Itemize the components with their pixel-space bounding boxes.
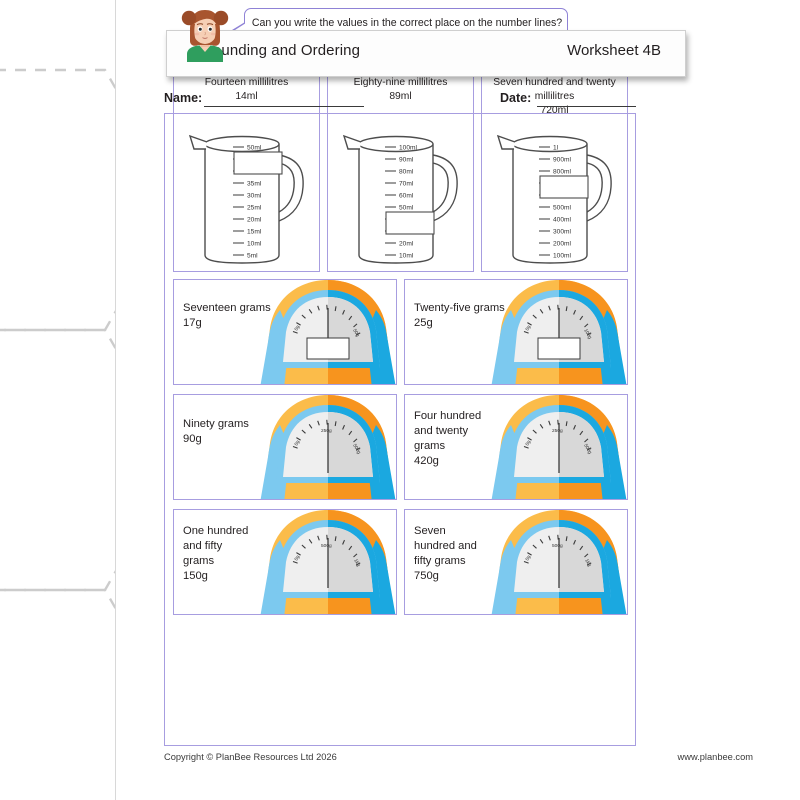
scale-value-5: 150g [183,570,208,582]
jug-value-3: 720ml [540,105,569,116]
measuring-jug-3: 1l 900ml 800ml 600ml 500ml 400ml 300ml 2… [496,134,612,264]
name-date-row: Name: Date: [116,88,800,110]
date-label: Date: [500,91,532,105]
paper-sheet: Rounding and Ordering Worksheet 4B Name:… [115,0,800,800]
name-label: Name: [164,91,203,105]
jug3-tick-0: 1l [553,145,559,152]
jug3-tick-8: 200ml [553,241,571,248]
jug1-tick-6: 20ml [247,217,262,224]
jug3-tick-5: 500ml [553,205,571,212]
scale-panel-6: Seven hundred and fifty grams 750g [404,509,628,615]
measuring-jug-1: 50ml 40ml 35ml 30ml 25ml 20ml 15ml 10ml … [188,134,304,264]
worksheet-number: Worksheet 4B [567,42,661,59]
jug2-tick-5: 50ml [399,205,414,212]
weighing-scale-5: 0g 500g 1kg [260,510,396,614]
jug3-tick-1: 900ml [553,157,571,164]
scale-words-4: Four hundred and twenty grams [414,410,482,452]
scale-words-6: Seven hundred and fifty grams [414,525,477,567]
scale-words-3: Ninety grams [183,418,249,430]
jug1-tick-5: 25ml [247,205,262,212]
scale-value-3: 90g [183,433,202,445]
jug1-tick-8: 10ml [247,241,262,248]
jug-words-2: Eighty-nine millilitres [353,77,448,88]
weighing-scale-1: 0g 50g [260,280,396,384]
jug2-tick-8: 20ml [399,241,414,248]
copyright-text: Copyright © PlanBee Resources Ltd 2026 [164,752,337,762]
instruction-line-1: Can you write the values in the correct … [251,17,563,29]
jug1-tick-0: 50ml [247,145,262,152]
avatar [181,10,229,62]
weighing-scale-2: 0g 100g [491,280,627,384]
jug-caption-3: Seven hundred and twenty millilitres 720… [482,76,627,118]
jug1-tick-4: 30ml [247,193,262,200]
weighing-scale-6: 0g 500g 1kg [491,510,627,614]
scale-caption-6: Seven hundred and fifty grams 750g [414,524,480,584]
jug3-tick-7: 300ml [553,229,571,236]
scale-caption-3: Ninety grams 90g [183,417,249,447]
jug2-tick-3: 70ml [399,181,414,188]
scale-value-4: 420g [414,455,439,467]
jug2-answer-box[interactable] [384,211,435,235]
scale2-answer-box[interactable] [537,337,581,360]
scale-panel-2: Twenty-five grams 25g [404,279,628,385]
scale3-label-mid: 250g [321,428,332,434]
jug2-tick-2: 80ml [399,169,414,176]
weighing-scale-3: 0g 250g 500g [260,395,396,499]
jug3-tick-9: 100ml [553,253,571,260]
jug3-answer-box[interactable] [538,175,589,199]
scale-value-6: 750g [414,570,439,582]
jug-words-3: Seven hundred and twenty millilitres [493,77,616,102]
scale-panel-5: One hundred and fifty grams 150g [173,509,397,615]
scale-caption-4: Four hundred and twenty grams 420g [414,409,492,469]
date-input-line[interactable] [537,105,636,107]
jug2-tick-4: 60ml [399,193,414,200]
scale1-answer-box[interactable] [306,337,350,360]
weighing-scale-4: 0g 250g 500g [491,395,627,499]
jug3-tick-2: 800ml [553,169,571,176]
scale5-label-mid: 500g [321,543,332,549]
measuring-jug-2: 100ml 90ml 80ml 70ml 60ml 50ml 30ml 20ml… [342,134,458,264]
scale-caption-5: One hundred and fifty grams 150g [183,524,249,584]
scale-panel-1: Seventeen grams 17g [173,279,397,385]
jug1-answer-box[interactable] [232,151,283,175]
worksheet-title-bar: Rounding and Ordering Worksheet 4B [166,30,686,77]
scale-panel-4: Four hundred and twenty grams 420g [404,394,628,500]
scale-value-2: 25g [414,317,433,329]
scale-panel-3: Ninety grams 90g [173,394,397,500]
name-input-line[interactable] [204,105,364,107]
jug2-tick-0: 100ml [399,145,417,152]
jug-words-1: Fourteen millilitres [204,77,289,88]
scale6-label-mid: 500g [552,543,563,549]
page-footer: Copyright © PlanBee Resources Ltd 2026 w… [116,752,800,770]
scale4-label-mid: 250g [552,428,563,434]
scale-value-1: 17g [183,317,202,329]
jug1-tick-7: 15ml [247,229,262,236]
website-link[interactable]: www.planbee.com [677,752,753,762]
jug2-tick-9: 10ml [399,253,414,260]
scale-words-5: One hundred and fifty grams [183,525,249,567]
jug1-tick-3: 35ml [247,181,262,188]
jug1-tick-9: 5ml [247,253,258,260]
jug2-tick-1: 90ml [399,157,414,164]
jug3-tick-6: 400ml [553,217,571,224]
